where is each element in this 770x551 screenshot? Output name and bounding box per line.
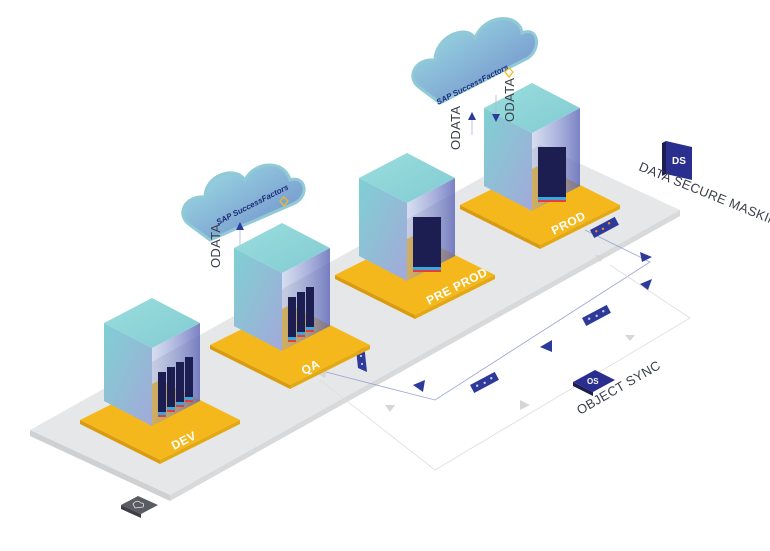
environment-preprod[interactable]: PRE PROD: [335, 153, 495, 319]
server-icon: [288, 297, 296, 337]
server-icon: [538, 147, 566, 197]
cloud-icon: [132, 500, 145, 509]
odata-label: ODATA: [502, 78, 517, 122]
cube-left-face: [234, 248, 282, 351]
cube-left-face: [484, 108, 532, 211]
cloud-qa[interactable]: SAP SuccessFactors: [181, 163, 306, 242]
server-icon: [167, 367, 175, 407]
packet-prod: [590, 216, 619, 238]
server-icon: [158, 372, 166, 412]
object-sync-badge[interactable]: OS: [573, 370, 615, 396]
os-badge-text: OS: [587, 377, 599, 386]
server-icon: [297, 292, 305, 332]
cube-top-face: [484, 83, 580, 133]
arrow-icon: [540, 340, 552, 352]
cloud-device-chip: [121, 496, 158, 518]
ds-badge-text: DS: [672, 156, 686, 167]
data-secure-masking-badge[interactable]: DS: [662, 141, 692, 180]
arrow-icon: [595, 255, 605, 262]
environment-qa[interactable]: QA: [210, 223, 370, 389]
arrow-icon: [413, 380, 425, 392]
cube-top-face: [104, 298, 200, 348]
arrow-icon: [640, 252, 652, 262]
packet-mid: [582, 304, 611, 326]
arrow-up-icon: [468, 112, 476, 120]
arrow-icon: [520, 400, 530, 410]
successfactors-logo-icon: [504, 67, 514, 78]
arrow-up-icon: [236, 222, 244, 230]
arrow-icon: [625, 335, 635, 341]
successfactors-logo-icon: [279, 196, 289, 207]
arrow-icon: [385, 405, 395, 412]
odata-label: ODATA: [208, 224, 223, 268]
packet-low: [470, 371, 499, 393]
odata-label: ODATA: [448, 106, 463, 150]
arrow-down-icon: [492, 114, 500, 122]
server-icon: [306, 287, 314, 327]
cube-left-face: [104, 323, 152, 426]
environment-prod[interactable]: PROD: [460, 83, 620, 249]
cube-left-face: [359, 178, 407, 281]
cube-top-face: [359, 153, 455, 203]
server-icon: [185, 357, 193, 397]
arrow-icon: [640, 279, 652, 290]
server-icon: [413, 217, 441, 267]
cube-top-face: [234, 223, 330, 273]
environment-dev[interactable]: DEV: [80, 298, 240, 464]
server-icon: [176, 362, 184, 402]
